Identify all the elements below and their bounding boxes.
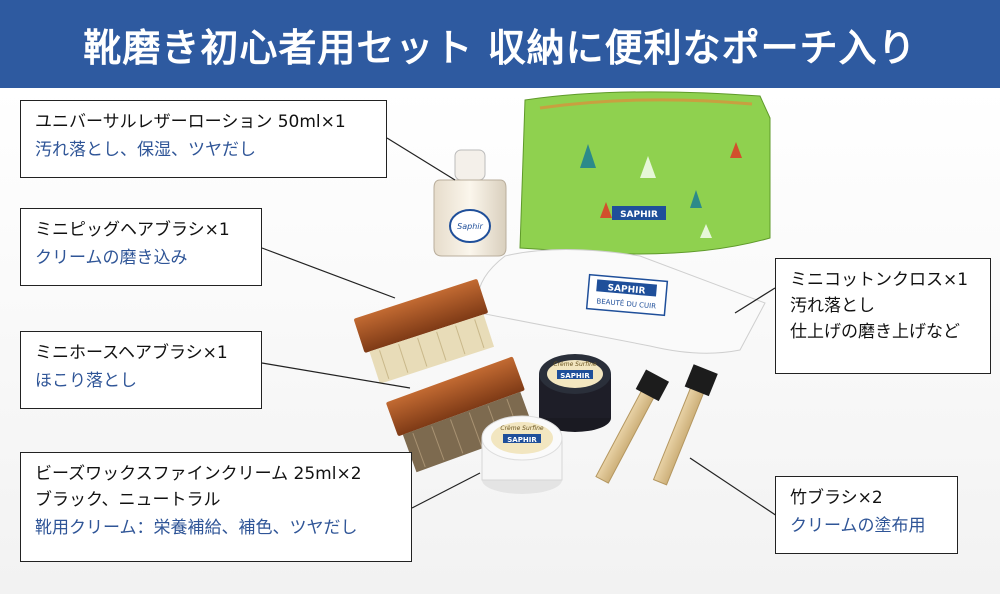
- callout-cloth-desc2: 仕上げの磨き上げなど: [790, 322, 960, 342]
- callout-bamboo: 竹ブラシ×2 クリームの塗布用: [775, 476, 958, 554]
- callout-cream-desc: 靴用クリーム：栄養補給、補色、ツヤだし: [35, 518, 358, 538]
- black-jar-label: Crème Surfine: [553, 361, 597, 368]
- cloth-logo: SAPHIR: [607, 283, 646, 296]
- callout-cloth-name: ミニコットンクロス×1: [790, 270, 969, 290]
- callout-cream: ビーズワックスファインクリーム 25ml×2 ブラック、ニュートラル 靴用クリー…: [20, 452, 412, 562]
- pouch: SAPHIR: [519, 91, 771, 255]
- callout-pig-brush-desc: クリームの磨き込み: [35, 248, 188, 268]
- neutral-jar-label: Crème Surfine: [500, 425, 544, 432]
- bamboo-brush-1: [595, 369, 670, 484]
- lotion-label: Saphir: [457, 222, 483, 231]
- callout-bamboo-desc: クリームの塗布用: [790, 516, 926, 536]
- callout-pig-brush: ミニピッグヘアブラシ×1 クリームの磨き込み: [20, 208, 262, 286]
- title-banner: 靴磨き初心者用セット 収納に便利なポーチ入り: [0, 0, 1000, 88]
- callout-cloth: ミニコットンクロス×1 汚れ落とし 仕上げの磨き上げなど: [775, 258, 991, 374]
- pouch-logo: SAPHIR: [620, 210, 658, 220]
- callout-cloth-desc: 汚れ落とし: [790, 296, 875, 316]
- callout-horse-brush-name: ミニホースヘアブラシ×1: [35, 343, 228, 363]
- callout-bamboo-name: 竹ブラシ×2: [790, 488, 883, 508]
- callout-horse-brush: ミニホースヘアブラシ×1 ほこり落とし: [20, 331, 262, 409]
- callout-pig-brush-name: ミニピッグヘアブラシ×1: [35, 220, 230, 240]
- black-jar-logo: SAPHIR: [560, 372, 590, 380]
- leather-lotion-bottle: Saphir: [433, 149, 507, 257]
- neutral-cream-jar: SAPHIR Crème Surfine: [481, 415, 563, 494]
- banner-title: 靴磨き初心者用セット 収納に便利なポーチ入り: [83, 25, 917, 70]
- callout-cream-sub: ブラック、ニュートラル: [35, 490, 221, 510]
- callout-cream-name: ビーズワックスファインクリーム 25ml×2: [35, 464, 362, 484]
- cotton-cloth: SAPHIR BEAUTÉ DU CUIR: [477, 249, 766, 354]
- leader-lines: [261, 137, 781, 519]
- neutral-jar-logo: SAPHIR: [507, 436, 537, 444]
- callout-lotion: ユニバーサルレザーローション 50ml×1 汚れ落とし、保湿、ツヤだし: [20, 100, 387, 178]
- pig-hair-brush: [354, 279, 495, 384]
- black-cream-jar: SAPHIR Crème Surfine: [539, 354, 611, 432]
- bamboo-brush-2: [652, 364, 718, 486]
- callout-horse-brush-desc: ほこり落とし: [35, 371, 137, 391]
- callout-lotion-desc: 汚れ落とし、保湿、ツヤだし: [35, 140, 256, 160]
- callout-lotion-name: ユニバーサルレザーローション 50ml×1: [35, 112, 346, 132]
